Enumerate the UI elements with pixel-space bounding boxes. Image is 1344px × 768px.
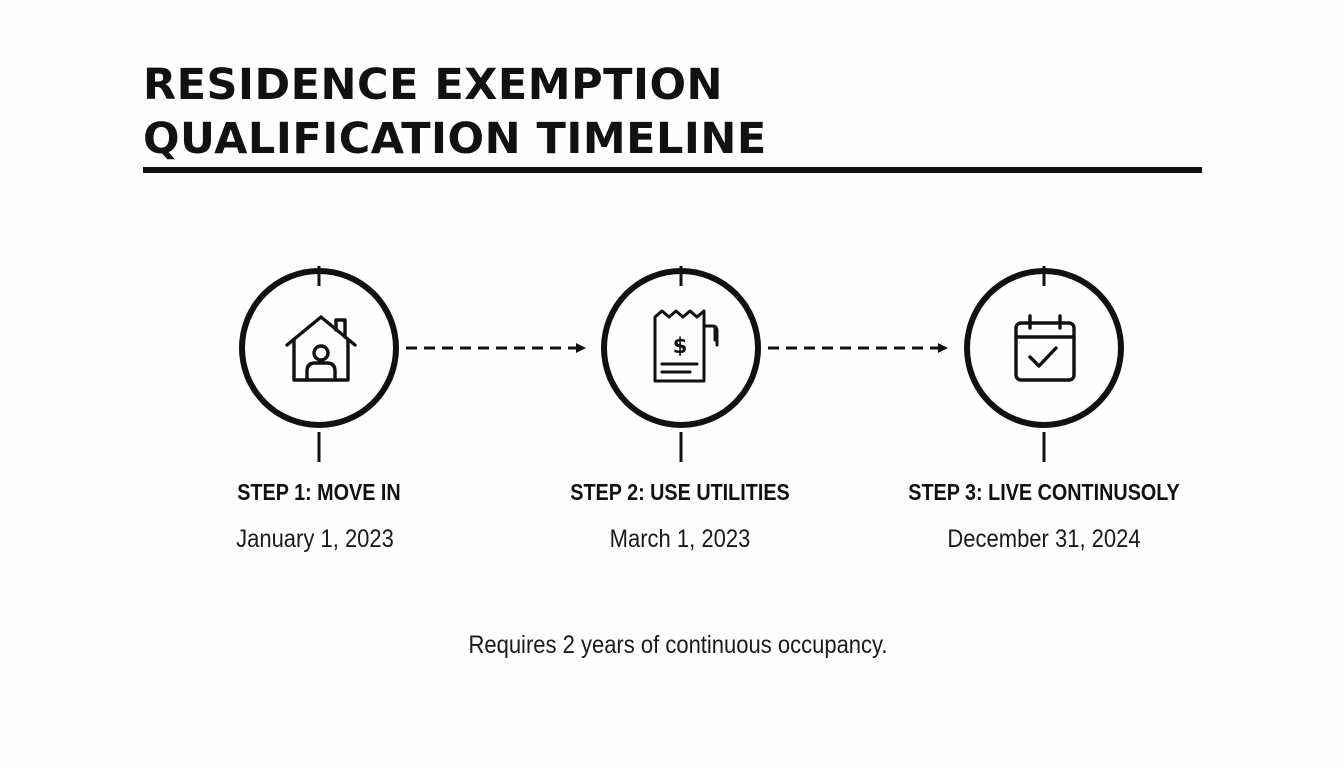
step-2-date: March 1, 2023: [609, 525, 751, 553]
step-3-node: [964, 266, 1124, 462]
step-1-title: STEP 1: MOVE IN: [237, 479, 401, 505]
step-3-date: December 31, 2024: [947, 525, 1141, 553]
dollar-sign-icon: $: [673, 334, 688, 358]
house-person-icon: [285, 315, 357, 382]
step-2-title: STEP 2: USE UTILITIES: [570, 479, 790, 505]
page-title: RESIDENCE EXEMPTION QUALIFICATION TIMELI…: [143, 58, 767, 166]
title-line-1: RESIDENCE EXEMPTION: [143, 60, 723, 110]
title-underline: [143, 167, 1202, 173]
step-3-title: STEP 3: LIVE CONTINUSOLY: [908, 479, 1180, 505]
step-1-date: January 1, 2023: [236, 525, 394, 553]
step-3-circle: [964, 268, 1124, 428]
utility-bill-icon: [653, 309, 719, 383]
step-1-node: [239, 266, 399, 462]
step-2-circle: [601, 268, 761, 428]
calendar-check-icon: [1014, 314, 1076, 382]
requirement-note: Requires 2 years of continuous occupancy…: [468, 631, 888, 659]
step-2-node: $: [601, 266, 761, 462]
step-1-circle: [239, 268, 399, 428]
title-line-2: QUALIFICATION TIMELINE: [143, 114, 767, 164]
